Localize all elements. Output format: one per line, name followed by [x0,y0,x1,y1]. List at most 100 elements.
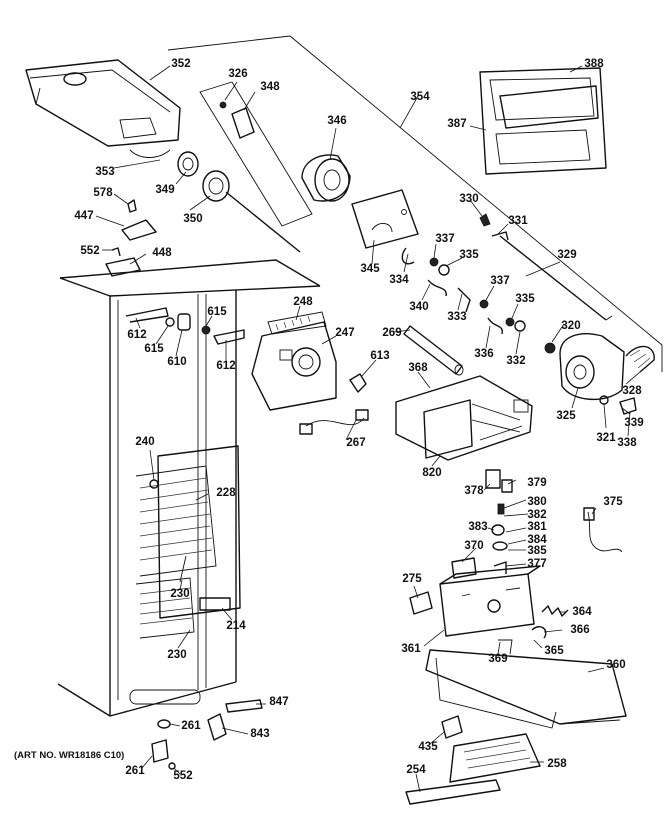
callout-365: 365 [544,645,564,657]
callout-247: 247 [335,327,354,339]
callout-615-left: 615 [144,343,164,355]
callout-387: 387 [447,118,466,130]
callout-552-top: 552 [80,245,99,257]
callout-349: 349 [155,184,174,196]
dispenser-door-outline [167,35,663,372]
dispenser-housing [479,67,607,175]
callout-332: 332 [506,355,525,367]
callout-248: 248 [293,296,313,308]
refrigerator-case [57,259,321,717]
dispenser-solenoid [544,333,655,415]
callout-258: 258 [547,758,567,770]
callout-337-lower: 337 [490,275,509,287]
callout-388: 388 [584,58,604,70]
callout-383: 383 [468,521,487,533]
callout-335-lower: 335 [515,293,535,305]
callout-331: 331 [508,215,528,227]
small-hardware-left [105,199,157,277]
callout-326: 326 [228,68,247,80]
callout-612-right: 612 [216,360,235,372]
callout-552-bottom: 552 [173,770,192,782]
callout-447: 447 [74,210,93,222]
upper-brackets [125,307,245,345]
callout-375: 375 [603,496,623,508]
callout-230-upper: 230 [170,588,189,600]
callout-370: 370 [464,540,483,552]
motor-bracket [351,189,419,249]
callout-435: 435 [418,741,438,753]
callout-261-lower: 261 [125,765,145,777]
callout-578: 578 [93,187,113,199]
callout-333: 333 [447,311,466,323]
callout-328: 328 [622,385,642,397]
callout-346: 346 [327,115,346,127]
callout-267: 267 [346,437,365,449]
callout-368: 368 [408,362,428,374]
callout-338: 338 [617,437,637,449]
callout-340: 340 [409,301,428,313]
dispenser-lower-housing [409,565,541,637]
callout-261-upper: 261 [181,720,201,732]
callout-366: 366 [570,624,589,636]
callout-378: 378 [464,485,484,497]
callout-847: 847 [269,696,288,708]
callout-820: 820 [422,467,441,479]
callout-228: 228 [216,487,236,499]
callout-352: 352 [171,58,190,70]
callout-321: 321 [596,432,616,444]
callout-379: 379 [527,477,546,489]
callout-364: 364 [572,606,592,618]
dispenser-small-parts [451,469,513,579]
screw-326 [219,101,227,109]
callout-335-upper: 335 [459,249,479,261]
callout-353: 353 [95,166,114,178]
callout-348: 348 [260,81,280,93]
callout-336: 336 [474,348,493,360]
callout-337-upper: 337 [435,233,454,245]
callout-269: 269 [382,327,401,339]
art-number-note: (ART NO. WR18186 C10) [14,750,124,761]
ice-maker [395,375,533,461]
callout-380: 380 [527,496,546,508]
spring-and-clips [531,605,569,639]
callout-350: 350 [183,213,202,225]
lower-hardware [151,699,263,770]
callout-612-left: 612 [127,329,146,341]
callout-361: 361 [401,643,421,655]
callout-384: 384 [527,534,547,546]
callout-843: 843 [250,728,269,740]
callout-240: 240 [135,436,154,448]
callout-377: 377 [527,558,546,570]
control-housing [251,311,337,411]
callout-615-right: 615 [207,306,227,318]
callout-382: 382 [527,509,546,521]
callout-275: 275 [402,573,422,585]
callout-330: 330 [459,193,478,205]
auger-plane [199,81,313,227]
callout-labels: 352 326 348 354 388 387 346 353 349 578 … [14,58,644,782]
callout-610: 610 [167,356,186,368]
callout-254: 254 [406,764,426,776]
dispenser-frame [425,639,627,729]
callout-354: 354 [410,91,430,103]
callout-329: 329 [557,249,576,261]
callout-448: 448 [152,247,172,259]
auger-motor [301,154,351,202]
callout-360: 360 [606,659,625,671]
callout-325: 325 [556,410,576,422]
fill-tube [403,325,464,376]
evaporator-coil [135,445,241,639]
callout-230-lower: 230 [167,649,186,661]
leader-lines [95,65,641,793]
callout-214: 214 [226,620,246,632]
drip-tray [405,715,541,805]
callout-320: 320 [561,320,580,332]
callout-339: 339 [624,417,643,429]
auger-gears [177,151,301,253]
linkage-parts [401,247,526,335]
wire-harness [299,373,369,435]
clip-348 [231,107,255,139]
callout-385: 385 [527,545,547,557]
callout-369: 369 [488,653,507,665]
